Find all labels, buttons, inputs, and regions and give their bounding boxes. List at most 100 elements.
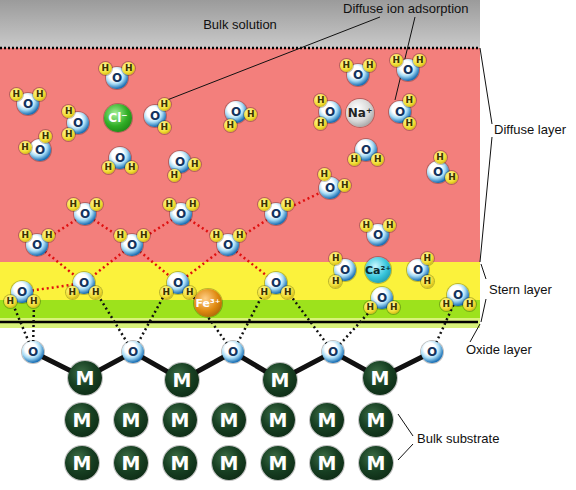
atom-symbol: O [150, 110, 160, 122]
atom-symbol: H [104, 163, 112, 172]
atom-symbol: H [247, 110, 255, 119]
metal-atom: M [212, 403, 246, 437]
atom-symbol: O [340, 264, 350, 276]
atom-symbol: H [21, 231, 29, 240]
leader-lines [162, 17, 492, 460]
bulk-band [0, 0, 480, 48]
atom-symbol: H [36, 90, 44, 99]
atom-symbol: H [171, 171, 179, 180]
hydrogen-atom: H [390, 54, 403, 67]
atom-symbol: H [284, 200, 292, 209]
atom-symbol: H [236, 231, 244, 240]
atom-symbol: O [175, 156, 185, 168]
layer-label: Oxide layer [466, 342, 532, 357]
layer-label: Diffuse layer [494, 122, 566, 137]
hydrogen-atom: H [10, 88, 23, 101]
metal-atom: M [68, 361, 102, 395]
atom-symbol: O [73, 117, 83, 129]
atom-symbol: M [220, 411, 239, 430]
atom-symbol: H [390, 303, 398, 312]
hydrogen-atom: H [114, 229, 127, 242]
hydrogen-atom: H [210, 229, 223, 242]
atom-symbol: H [423, 277, 431, 286]
interface-band [0, 318, 480, 328]
atom-symbol: H [448, 173, 456, 182]
atom-symbol: H [162, 288, 170, 297]
atom-symbol: O [231, 106, 241, 118]
atom-symbol: O [128, 346, 138, 358]
atom-symbol: H [45, 231, 53, 240]
atom-symbol: H [160, 100, 168, 109]
atom-symbol: Cl⁻ [108, 112, 127, 124]
hydrogen-atom: H [371, 153, 384, 166]
atom-symbol: O [176, 208, 186, 220]
atom-symbol: O [453, 289, 463, 301]
hydrogen-atom: H [440, 298, 453, 311]
atom-symbol: H [6, 297, 14, 306]
atom-symbol: M [318, 411, 337, 430]
metal-atom: M [163, 446, 197, 480]
hydrogen-atom: H [102, 161, 115, 174]
atom-symbol: H [321, 170, 329, 179]
atom-symbol: H [317, 119, 325, 128]
chloride-ion: Cl⁻ [104, 104, 132, 132]
atom-symbol: O [223, 239, 233, 251]
atom-symbol: H [68, 288, 76, 297]
metal-atom: M [65, 446, 99, 480]
atom-symbol: O [325, 182, 335, 194]
hydrogen-atom: H [364, 301, 377, 314]
atom-symbol: H [436, 153, 444, 162]
atom-symbol: M [122, 454, 141, 473]
atom-symbol: H [342, 61, 350, 70]
metal-atom: M [359, 403, 393, 437]
hydrogen-atom: H [27, 295, 40, 308]
atom-symbol: O [413, 264, 423, 276]
hydrogen-atom: H [89, 286, 102, 299]
atom-symbol: H [12, 90, 20, 99]
hydrogen-atom: H [329, 252, 342, 265]
diffuse-band [0, 48, 480, 262]
oxygen-atom: O [222, 341, 244, 363]
atom-symbol: M [371, 369, 390, 388]
metal-atom: M [163, 403, 197, 437]
hydrogen-atom: H [160, 286, 173, 299]
atom-symbol: H [386, 221, 394, 230]
hydrogen-atom: H [318, 168, 331, 181]
hydrogen-atom: H [125, 161, 138, 174]
atom-symbol: H [332, 254, 340, 263]
atom-symbol: M [173, 371, 192, 390]
layer-label: Bulk substrate [417, 431, 499, 446]
atom-symbol: H [212, 231, 220, 240]
atom-symbol: O [271, 277, 281, 289]
hydrogen-atom: H [244, 108, 257, 121]
atom-symbol: M [367, 411, 386, 430]
atom-symbol: Ca²⁺ [365, 265, 391, 276]
atom-symbol: O [403, 64, 413, 76]
atom-symbol: H [227, 121, 235, 130]
atom-symbol: H [93, 200, 101, 209]
hydrogen-atom: H [421, 252, 434, 265]
atom-symbol: H [128, 163, 136, 172]
calcium-ion: Ca²⁺ [365, 257, 391, 283]
atom-symbol: H [30, 297, 38, 306]
atom-symbol: O [28, 346, 38, 358]
atom-symbol: H [341, 181, 349, 190]
atom-symbol: M [122, 411, 141, 430]
atom-symbol: H [21, 143, 29, 152]
metal-atom: M [310, 446, 344, 480]
atom-symbol: O [271, 208, 281, 220]
atom-symbol: H [392, 56, 400, 65]
atom-symbol: H [423, 254, 431, 263]
atom-symbol: M [269, 411, 288, 430]
hydrogen-atom: H [99, 62, 112, 75]
atom-symbol: O [328, 346, 338, 358]
atom-symbol: H [366, 61, 374, 70]
metal-atom: M [165, 363, 199, 397]
atom-symbol: H [317, 96, 325, 105]
atom-symbol: H [92, 288, 100, 297]
atom-symbol: O [32, 239, 42, 251]
atom-symbol: O [112, 72, 122, 84]
hydrogen-atom: H [158, 98, 171, 111]
metal-atom: M [114, 446, 148, 480]
hydrogen-atom: H [62, 105, 75, 118]
